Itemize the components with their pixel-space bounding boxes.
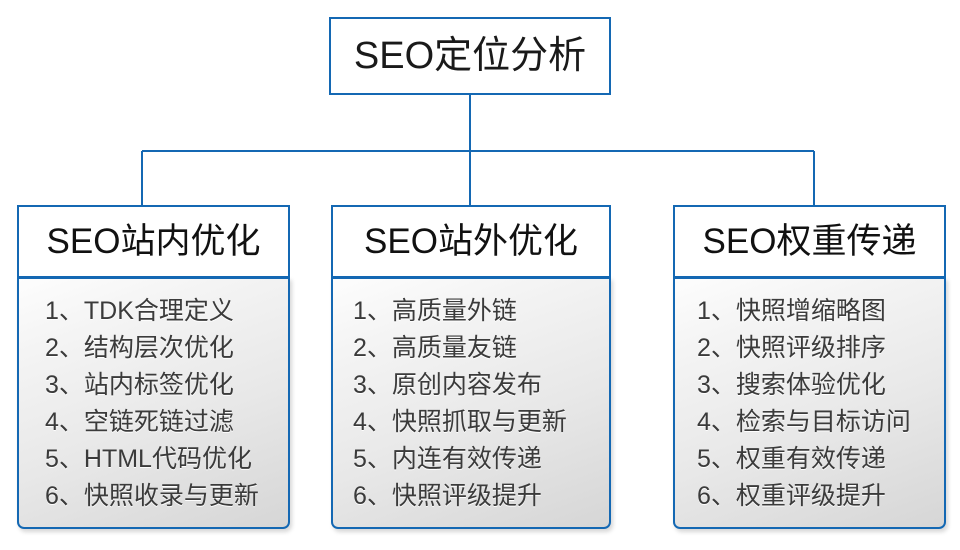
- list-item: 5、权重有效传递: [697, 445, 886, 473]
- list-item: 6、快照评级提升: [353, 482, 542, 510]
- list-item: 2、快照评级排序: [697, 334, 886, 362]
- list-item: 2、结构层次优化: [45, 334, 234, 362]
- list-item: 1、快照增缩略图: [697, 297, 886, 325]
- list-item: 3、站内标签优化: [45, 371, 234, 399]
- branch-3-header-title: SEO权重传递: [702, 222, 917, 261]
- branch-2-header-title: SEO站外优化: [364, 222, 578, 261]
- list-item: 5、内连有效传递: [353, 445, 542, 473]
- list-item: 6、快照收录与更新: [45, 482, 259, 510]
- list-item: 1、TDK合理定义: [45, 297, 234, 325]
- branch-1-header: SEO站内优化: [17, 205, 290, 278]
- root-node: SEO定位分析: [329, 17, 611, 95]
- branch-2-item-list: 1、高质量外链 2、高质量友链 3、原创内容发布 4、快照抓取与更新 5、内连有…: [331, 277, 611, 529]
- list-item: 3、搜索体验优化: [697, 371, 886, 399]
- list-item: 4、快照抓取与更新: [353, 408, 567, 436]
- branch-2-header: SEO站外优化: [331, 205, 611, 278]
- branch-column-3: SEO权重传递 1、快照增缩略图 2、快照评级排序 3、搜索体验优化 4、检索与…: [673, 205, 946, 529]
- list-item: 6、权重评级提升: [697, 482, 886, 510]
- root-node-title: SEO定位分析: [353, 35, 587, 77]
- list-item: 3、原创内容发布: [353, 371, 542, 399]
- list-item: 5、HTML代码优化: [45, 445, 252, 473]
- branch-3-header: SEO权重传递: [673, 205, 946, 278]
- list-item: 4、检索与目标访问: [697, 408, 911, 436]
- list-item: 2、高质量友链: [353, 334, 517, 362]
- list-item: 1、高质量外链: [353, 297, 517, 325]
- branch-1-item-list: 1、TDK合理定义 2、结构层次优化 3、站内标签优化 4、空链死链过滤 5、H…: [17, 277, 290, 529]
- list-item: 4、空链死链过滤: [45, 408, 234, 436]
- branch-3-item-list: 1、快照增缩略图 2、快照评级排序 3、搜索体验优化 4、检索与目标访问 5、权…: [673, 277, 946, 529]
- branch-1-header-title: SEO站内优化: [46, 222, 261, 261]
- branch-column-1: SEO站内优化 1、TDK合理定义 2、结构层次优化 3、站内标签优化 4、空链…: [17, 205, 290, 529]
- branch-column-2: SEO站外优化 1、高质量外链 2、高质量友链 3、原创内容发布 4、快照抓取与…: [331, 205, 611, 529]
